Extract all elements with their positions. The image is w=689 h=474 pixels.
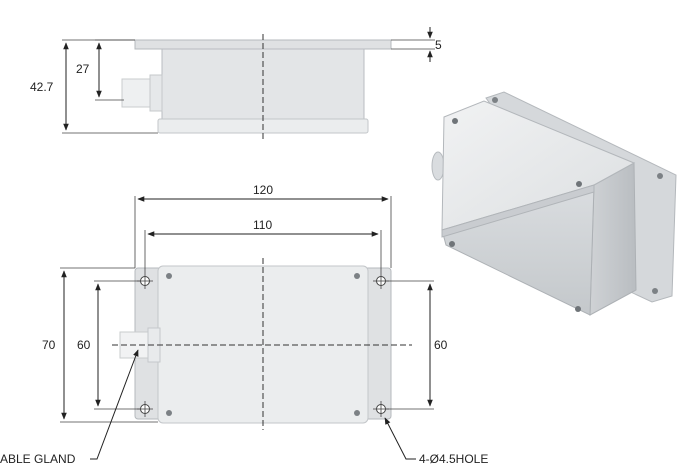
lid-screw-bl xyxy=(166,410,172,416)
dim-label-110: 110 xyxy=(253,218,272,232)
mounting-hole-tr xyxy=(373,273,389,289)
dim-label-60-left: 60 xyxy=(77,338,91,352)
mounting-hole-bl xyxy=(137,401,153,417)
iso-side-face xyxy=(589,162,637,316)
holes-label: 4-Ø4.5HOLE xyxy=(419,452,488,466)
cable-gland-label: ABLE GLAND xyxy=(0,452,76,466)
dim-label-120: 120 xyxy=(253,183,273,197)
dim-label-60-right: 60 xyxy=(434,338,448,352)
cable-gland-leader xyxy=(90,349,139,460)
top-view: 120 110 70 60 60 ABLE GLAND 4-Ø4.5HOLE xyxy=(0,183,488,466)
iso-cable-gland xyxy=(431,151,445,181)
side-view: 42.7 27 5 xyxy=(30,27,442,140)
iso-top-face xyxy=(441,100,636,231)
lid-screw-tr xyxy=(354,273,360,279)
mounting-hole-tl xyxy=(137,273,153,289)
dim-label-42-7: 42.7 xyxy=(30,80,54,94)
side-cable-gland xyxy=(121,74,163,112)
isometric-view xyxy=(431,91,677,316)
holes-leader xyxy=(384,417,416,460)
dim-label-5: 5 xyxy=(435,38,442,52)
lid-screw-br xyxy=(354,410,360,416)
lid-screw-tl xyxy=(166,273,172,279)
dim-label-27: 27 xyxy=(76,62,90,76)
dim-label-70: 70 xyxy=(42,338,56,352)
